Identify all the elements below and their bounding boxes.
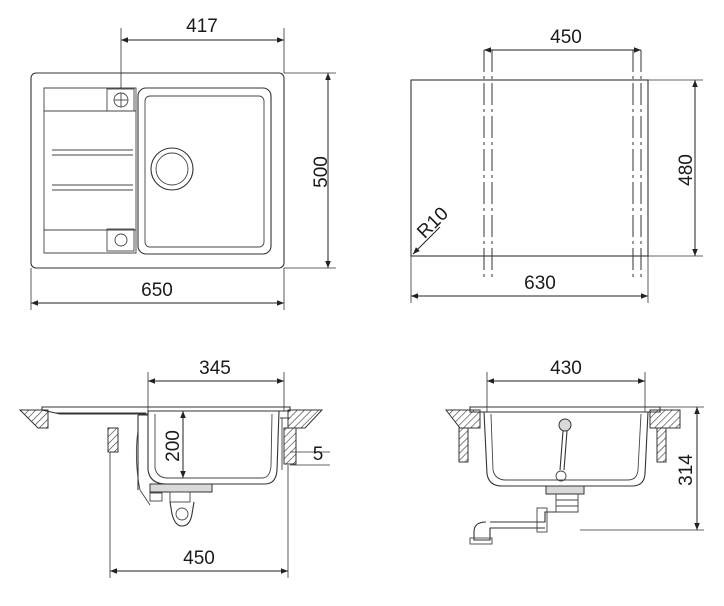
popup-knob-icon xyxy=(558,418,572,432)
width-label: 650 xyxy=(141,280,173,301)
cutout-outline xyxy=(410,79,649,257)
bowl-outline xyxy=(137,87,272,255)
radius-label: R10 xyxy=(413,203,452,242)
front-section-view: 430 314 xyxy=(444,358,704,545)
drainer-area xyxy=(43,87,137,254)
depth-label: 200 xyxy=(163,430,184,462)
top-view: 417 500 650 xyxy=(30,16,336,310)
overflow-hole-icon xyxy=(106,228,135,252)
front-height-label: 314 xyxy=(676,454,697,486)
drain-icon xyxy=(150,147,194,191)
front-width-label: 430 xyxy=(550,358,582,379)
side-section-view: 345 200 5 450 xyxy=(18,358,330,578)
height-label: 500 xyxy=(311,156,332,188)
rim-label: 5 xyxy=(313,444,324,465)
sink-outline xyxy=(30,72,285,269)
cutout-view: 450 480 630 R10 xyxy=(410,27,703,303)
side-bowl-width-label: 345 xyxy=(199,358,231,379)
bowl-width-label: 417 xyxy=(186,16,218,37)
drain-flange-icon xyxy=(149,483,213,493)
tap-hole-icon xyxy=(106,88,135,112)
inner-width-label: 450 xyxy=(550,27,582,48)
cutout-width-label: 630 xyxy=(524,273,556,294)
cutout-height-label: 480 xyxy=(676,154,697,186)
cabinet-width-label: 450 xyxy=(183,548,215,569)
